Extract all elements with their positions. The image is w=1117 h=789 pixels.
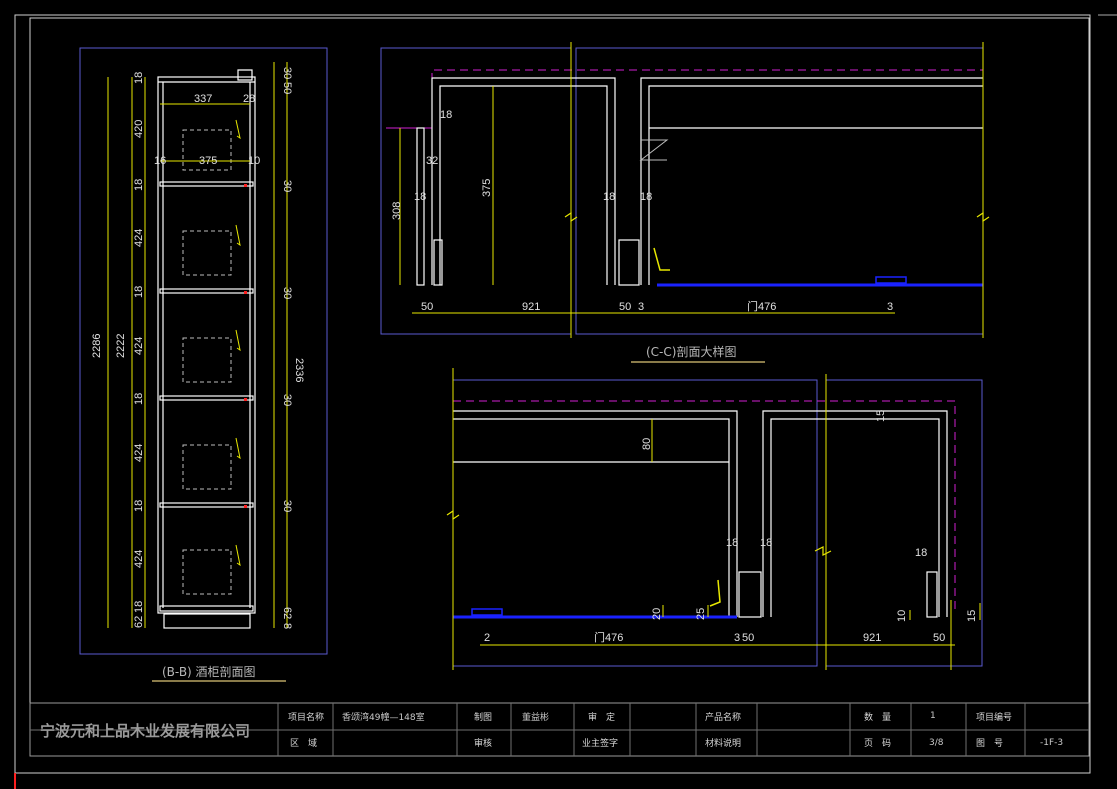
bb-dim-r: 30 (281, 67, 293, 79)
title-block: 宁波元和上品木业发展有限公司 项目名称 香颂湾49幢—148室 区 域 制图 董… (29, 702, 1090, 757)
dd-b921: 921 (863, 632, 881, 644)
area-label: 区 域 (290, 737, 317, 749)
dd-t18c: 18 (915, 547, 927, 559)
bb-caption: (B-B) 酒柜剖面图 (162, 665, 256, 679)
page-value: 3/8 (929, 738, 944, 748)
bb-dim: 420 (133, 120, 145, 138)
cc-t18a: 18 (440, 109, 452, 121)
bb-top-width: 337 (194, 93, 212, 105)
bb-overall-2222: 2222 (115, 334, 127, 358)
page-label: 页 码 (864, 738, 891, 749)
dd-t18a: 18 (726, 537, 738, 549)
dd-t15: 15 (875, 410, 887, 422)
dd-h20: 20 (651, 608, 663, 620)
project-value: 香颂湾49幢—148室 (342, 711, 425, 723)
drawn-value: 董益彬 (522, 711, 549, 723)
bb-dim-r: 30 (281, 287, 293, 299)
cc-t18c: 18 (603, 191, 615, 203)
bb-top-right: 28 (243, 93, 255, 105)
bb-inner-right: 10 (248, 155, 260, 167)
cc-b3a: 3 (638, 301, 644, 313)
bb-dim-r: 8 (281, 623, 293, 629)
bb-dim: 424 (133, 444, 145, 462)
drawing-number-label: 图 号 (976, 738, 1003, 749)
dd-b50b: 50 (933, 632, 945, 644)
dd-b50a: 50 (742, 632, 754, 644)
owner-sign-label: 业主签字 (582, 737, 618, 749)
drawing-number-value: -1F-3 (1040, 738, 1063, 748)
bb-dim-r: 30 (281, 500, 293, 512)
bb-dim-r: 50 (281, 82, 293, 94)
dd-door: 门476 (594, 630, 623, 644)
bb-dim: 18 (133, 500, 145, 512)
cc-t18d: 18 (640, 191, 652, 203)
bb-dim: 62 (133, 616, 145, 628)
bb-overall-2286: 2286 (91, 334, 103, 358)
bb-dim: 424 (133, 229, 145, 247)
product-label: 产品名称 (705, 711, 741, 723)
cc-t18b: 18 (414, 191, 426, 203)
material-label: 材料说明 (705, 737, 741, 749)
company-name: 宁波元和上品木业发展有限公司 (40, 722, 250, 740)
bb-dim: 18 (133, 286, 145, 298)
bb-dim: 424 (133, 337, 145, 355)
cc-h375: 375 (481, 179, 493, 197)
cc-t32: 32 (426, 155, 438, 167)
cc-door: 门476 (747, 299, 776, 313)
drawn-label: 制图 (474, 711, 492, 723)
bb-dim: 424 (133, 550, 145, 568)
view-cc: 308 375 18 32 18 18 18 50 921 50 3 门476 … (380, 42, 984, 363)
bb-dim: 18 (133, 179, 145, 191)
bb-dim: 18 (133, 601, 145, 613)
dd-h25: 25 (695, 608, 707, 620)
bb-dim: 18 (133, 72, 145, 84)
qty-value: 1 (930, 711, 936, 721)
project-label: 项目名称 (288, 711, 324, 723)
bb-left-dims: 18 420 18 424 18 424 18 424 18 424 18 62 (133, 72, 145, 628)
bb-dim-r: 62 (281, 607, 293, 619)
cc-b50a: 50 (421, 301, 433, 313)
view-bb: 18 420 18 424 18 424 18 424 18 424 18 62… (79, 47, 328, 682)
cc-caption: (C-C)剖面大样图 (646, 344, 736, 359)
bb-dim: 18 (133, 393, 145, 405)
project-number-label: 项目编号 (976, 711, 1012, 723)
dd-b2: 2 (484, 632, 490, 644)
bb-inner-width: 375 (199, 155, 217, 167)
sheet-border (14, 14, 1091, 774)
dd-b3: 3 (734, 632, 740, 644)
cc-b921: 921 (522, 301, 540, 313)
dd-h10: 10 (896, 610, 908, 622)
cc-b50b: 50 (619, 301, 631, 313)
cc-b3b: 3 (887, 301, 893, 313)
view-bb-frame (79, 47, 328, 655)
cc-h308: 308 (391, 202, 403, 220)
approve-label: 审 定 (588, 711, 615, 723)
view-dd-frame-right (825, 379, 983, 667)
bb-dim-r: 30 (281, 180, 293, 192)
review-label: 审核 (474, 737, 492, 749)
bb-inner-left: 16 (154, 155, 166, 167)
view-cc-frame-right (575, 47, 984, 335)
bb-overall-2336: 2336 (293, 358, 305, 382)
dd-t18b: 18 (760, 537, 772, 549)
view-cc-frame-left (380, 47, 572, 335)
dd-h80: 80 (641, 438, 653, 450)
view-dd: 80 15 18 18 18 20 25 10 15 2 门476 3 50 9… (452, 368, 983, 670)
bb-dim-r: 30 (281, 394, 293, 406)
dd-h15: 15 (966, 610, 978, 622)
qty-label: 数 量 (864, 711, 891, 723)
